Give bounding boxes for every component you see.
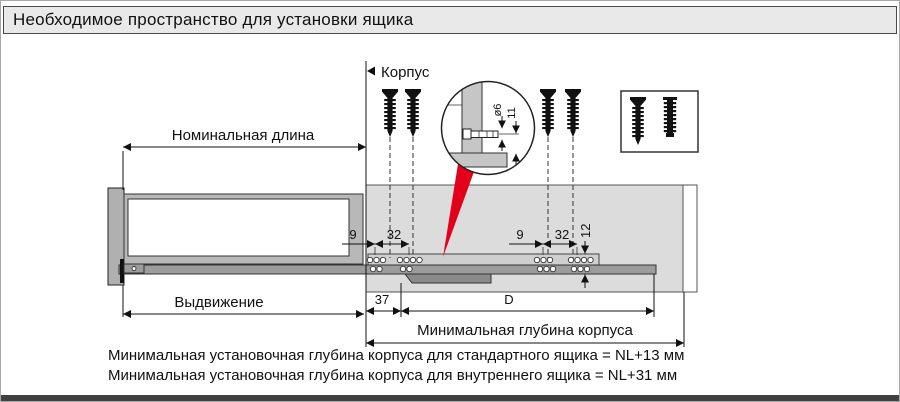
svg-text:Номинальная длина: Номинальная длина xyxy=(172,127,315,144)
korpus-marker: Корпус xyxy=(367,64,430,81)
korpus-arrow-icon xyxy=(367,66,375,76)
screw-legend-box xyxy=(620,90,699,153)
dim-9-right: 9 xyxy=(509,227,544,255)
svg-text:37: 37 xyxy=(375,292,389,307)
dim-32-left: 32 xyxy=(375,227,410,255)
svg-text:Выдвижение: Выдвижение xyxy=(174,294,263,311)
svg-text:D: D xyxy=(504,292,513,307)
dim-32-right: 32 xyxy=(543,227,578,255)
page-title: Необходимое пространство для установки я… xyxy=(13,10,414,29)
svg-text:12: 12 xyxy=(578,224,593,238)
svg-text:Минимальная глубина корпуса: Минимальная глубина корпуса xyxy=(417,322,633,339)
mounting-screws xyxy=(382,89,581,258)
dim-pin-offset: 11 xyxy=(499,107,520,165)
detail-pointer-arrow xyxy=(443,164,475,257)
dowel-pin xyxy=(462,128,499,140)
page-header: Необходимое пространство для установки я… xyxy=(3,6,897,34)
dim-extension: Выдвижение xyxy=(122,285,364,318)
svg-text:11: 11 xyxy=(506,107,518,118)
dim-pin-diameter: ø6 xyxy=(492,104,506,151)
dim-9-left: 9 xyxy=(342,227,376,255)
screw-icon xyxy=(405,89,421,137)
page-bottom-rule xyxy=(1,395,899,401)
detail-callout: ø6 11 xyxy=(440,80,536,176)
dim-nominal-length: Номинальная длина xyxy=(122,127,366,190)
svg-text:32: 32 xyxy=(555,227,569,242)
note-inner-drawer: Минимальная установочная глубина корпуса… xyxy=(108,367,677,384)
screw-icon xyxy=(382,89,398,137)
dim-min-depth: Минимальная глубина корпуса xyxy=(366,292,685,347)
note-standard-drawer: Минимальная установочная глубина корпуса… xyxy=(108,347,684,364)
drawer-rail xyxy=(118,259,657,284)
svg-text:32: 32 xyxy=(387,227,401,242)
rail-front-hook xyxy=(120,259,124,283)
screw-icon xyxy=(540,89,556,137)
svg-text:ø6: ø6 xyxy=(492,104,504,117)
svg-text:9: 9 xyxy=(349,227,356,242)
drawer-side-view xyxy=(107,187,364,286)
svg-text:9: 9 xyxy=(516,227,523,242)
rail-mounting-holes xyxy=(366,256,594,273)
screw-icon xyxy=(565,89,581,137)
dim-12: 12 xyxy=(578,224,593,288)
dim-d: D xyxy=(401,274,655,317)
korpus-label: Корпус xyxy=(381,64,430,81)
